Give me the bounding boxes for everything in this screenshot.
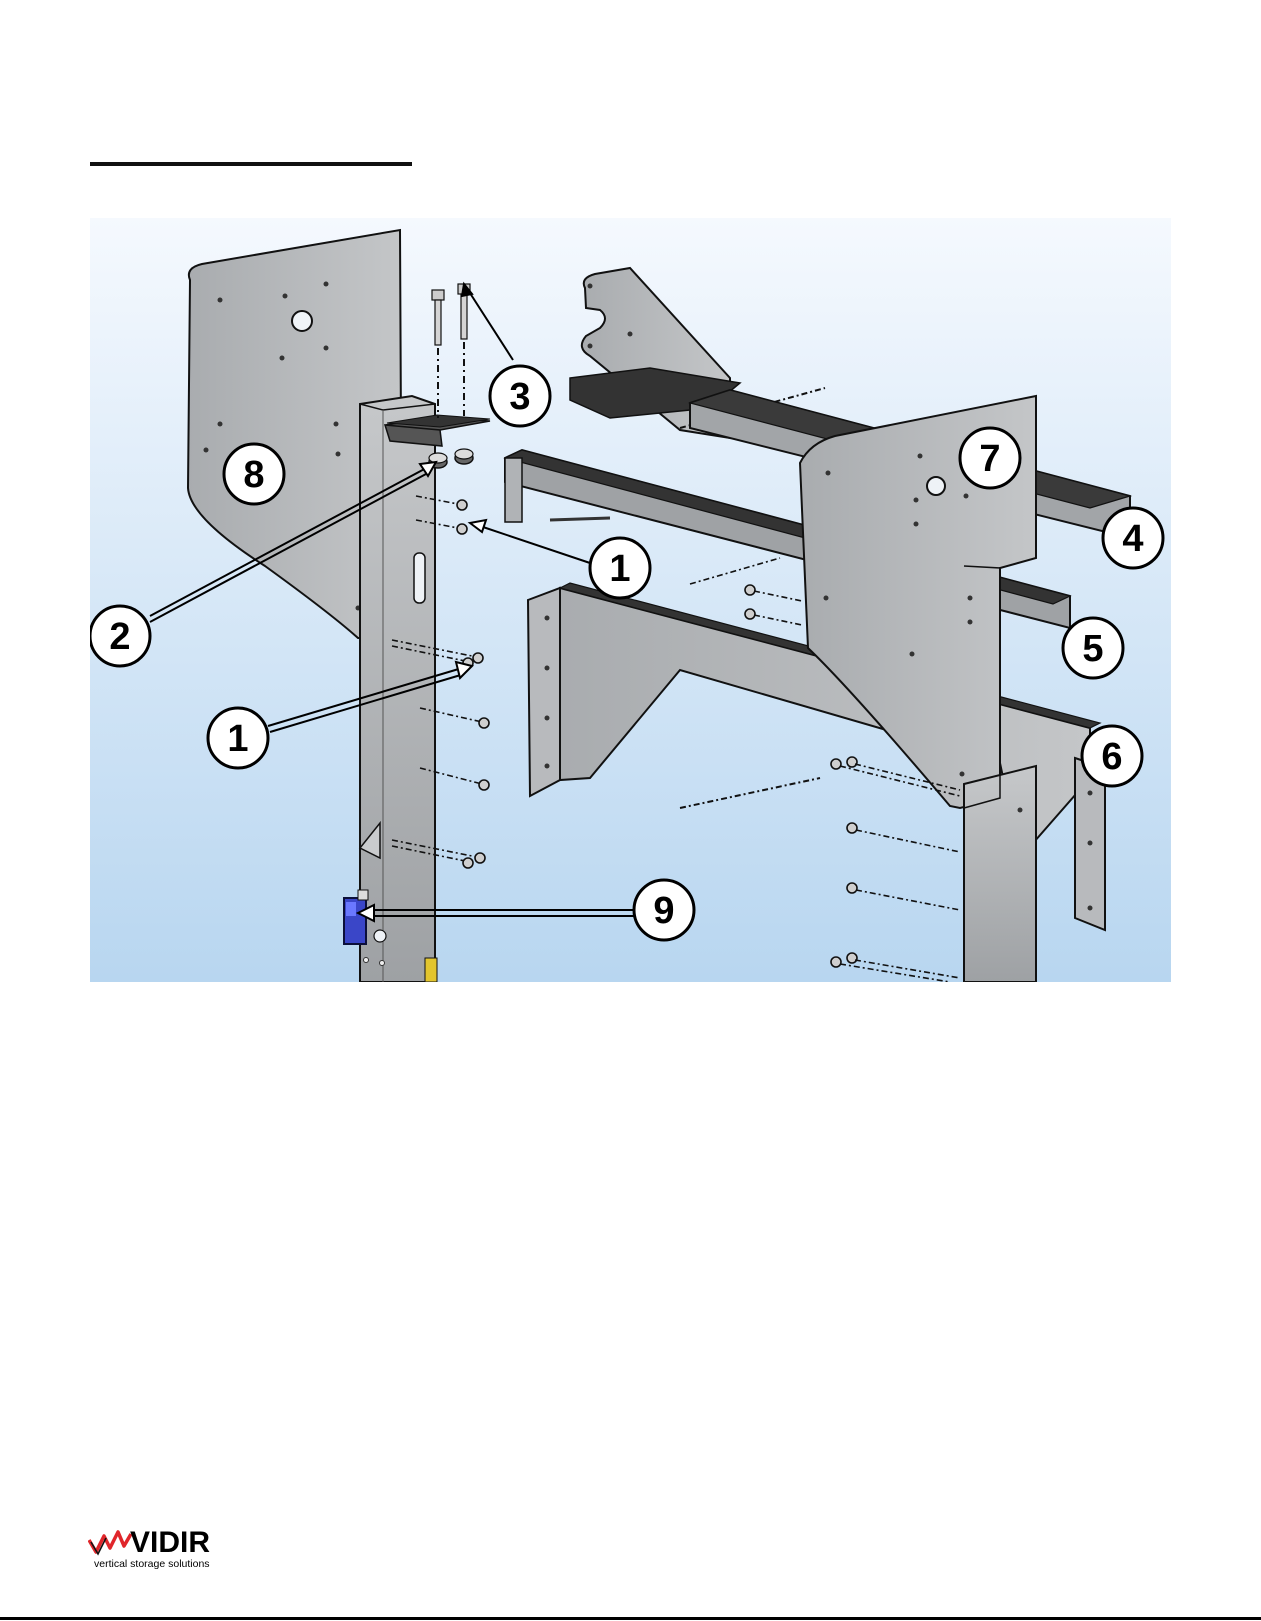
channel-end bbox=[505, 458, 522, 522]
callout-6: 6 bbox=[1082, 726, 1142, 786]
svg-text:4: 4 bbox=[1122, 518, 1143, 560]
left-plate-hole bbox=[292, 311, 312, 331]
callout-4: 4 bbox=[1103, 508, 1163, 568]
svg-text:5: 5 bbox=[1082, 628, 1103, 670]
section-title-underline bbox=[90, 162, 412, 166]
callout-9: 9 bbox=[634, 880, 694, 940]
post-yellow-part bbox=[425, 958, 437, 982]
right-plate-hole bbox=[927, 477, 945, 495]
svg-text:8: 8 bbox=[243, 454, 264, 496]
lower-frame-left-leg bbox=[528, 588, 560, 796]
callout-1-lower: 1 bbox=[208, 708, 268, 768]
svg-text:2: 2 bbox=[109, 616, 130, 658]
channel-slot bbox=[550, 518, 610, 520]
right-post-hole bbox=[1018, 808, 1023, 813]
exploded-assembly-view: 1 1 2 3 4 5 6 7 bbox=[90, 218, 1171, 982]
callout-8: 8 bbox=[224, 444, 284, 504]
svg-text:7: 7 bbox=[979, 438, 1000, 480]
logo-wordmark: VIDIR bbox=[130, 1528, 210, 1558]
callout-5: 5 bbox=[1063, 618, 1123, 678]
page-bottom-rule bbox=[0, 1617, 1261, 1620]
callout-1-top: 1 bbox=[590, 538, 650, 598]
assembly-diagram: 1 1 2 3 4 5 6 7 bbox=[90, 218, 1171, 982]
svg-text:1: 1 bbox=[227, 718, 248, 760]
svg-text:3: 3 bbox=[509, 376, 530, 418]
svg-text:6: 6 bbox=[1101, 736, 1122, 778]
callout-7: 7 bbox=[960, 428, 1020, 488]
callout-2: 2 bbox=[90, 606, 150, 666]
svg-text:1: 1 bbox=[609, 548, 630, 590]
vidir-check-mark-icon bbox=[88, 1530, 132, 1556]
callout-3: 3 bbox=[490, 366, 550, 426]
vidir-logo: VIDIR vertical storage solutions bbox=[88, 1528, 238, 1570]
svg-text:9: 9 bbox=[653, 890, 674, 932]
logo-tagline: vertical storage solutions bbox=[94, 1558, 210, 1570]
post-hole bbox=[374, 930, 386, 942]
post-slot bbox=[414, 553, 425, 603]
